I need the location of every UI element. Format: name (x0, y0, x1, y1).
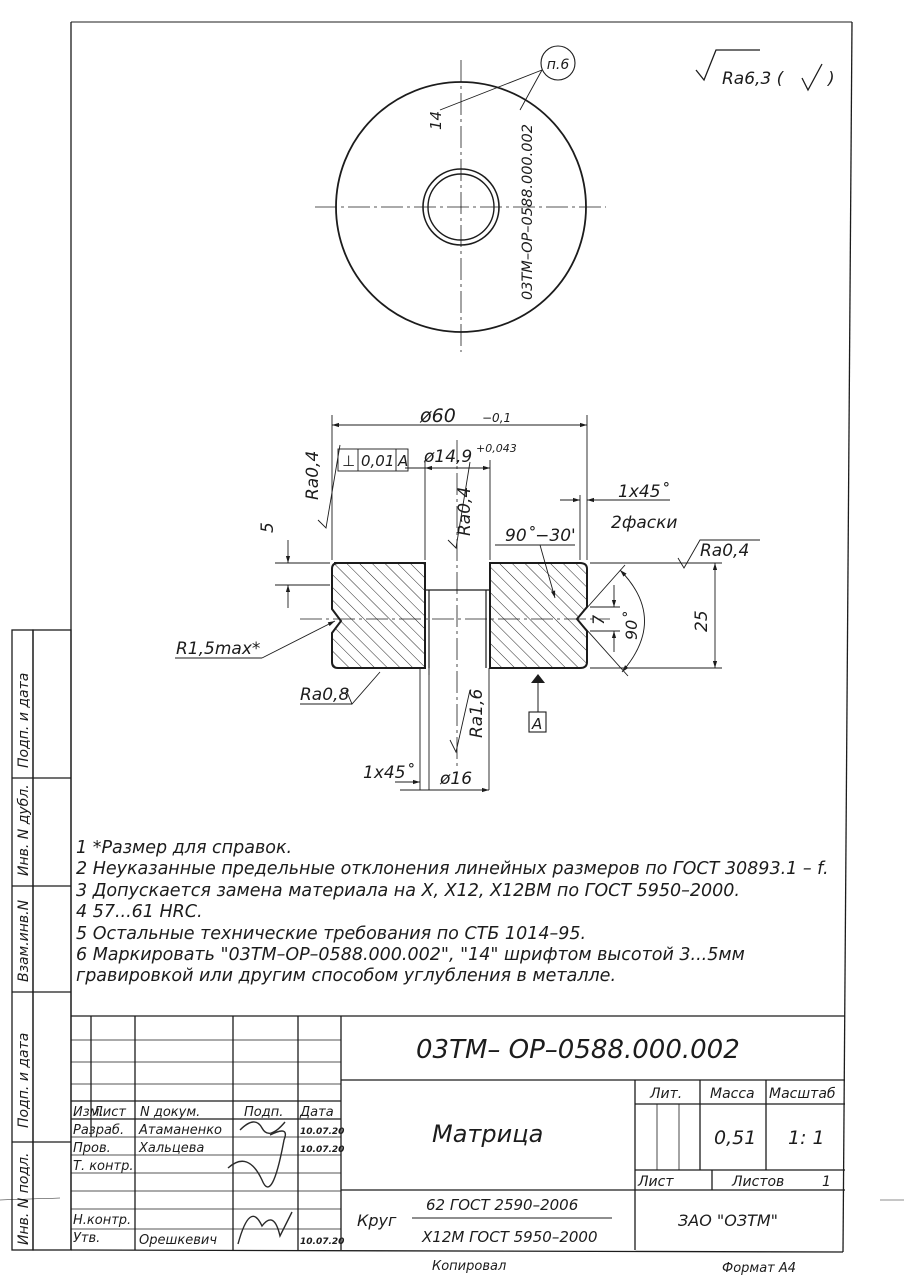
section-view (300, 440, 610, 770)
section-left-half (331, 562, 426, 669)
dim-radius: R1,5max* (176, 639, 260, 659)
side-label-inv-podl: Инв. N подл. (16, 1153, 32, 1246)
general-roughness-paren: ) (826, 69, 835, 89)
section-right-half (489, 562, 588, 669)
signature-3 (237, 1211, 293, 1245)
frame-bottom-line (70, 1249, 844, 1253)
note-2: 2 Неуказанные предельные отклонения лине… (76, 859, 829, 880)
dim-height: 25 (692, 610, 712, 632)
roughness-bore: Ra0,4 (455, 487, 475, 536)
perp-symbol: ⊥ (342, 452, 355, 470)
note-1: 1 *Размер для справок. (76, 838, 293, 858)
mass-value: 0,51 (714, 1127, 756, 1149)
masshtab-label: Масштаб (769, 1086, 836, 1102)
top-view (315, 45, 606, 352)
dim-bore: ø14,9 (423, 447, 472, 467)
side-label-vzam-inv: Взам.инв.N (16, 899, 32, 982)
leader-line-2 (519, 69, 543, 111)
role-razrab: Разраб. (73, 1123, 124, 1138)
dim-outer-tol: −0,1 (482, 411, 511, 425)
note-ref-circle (540, 45, 576, 81)
role-tkontr: Т. контр. (73, 1159, 133, 1174)
datum-label: A (531, 715, 542, 733)
dim-chamfer: 1x45˚ (618, 481, 670, 502)
part-name: Матрица (432, 1120, 543, 1148)
note-6: 6 Маркировать "03TM–OP–0588.000.002", "1… (76, 945, 745, 966)
person-khaltseva: Хальцева (138, 1141, 204, 1156)
signature-2 (227, 1130, 287, 1188)
sheet-label: Лист (637, 1174, 674, 1190)
dim-outer-diameter: ø60 (419, 405, 456, 427)
company: ЗАО "ОЗТМ" (678, 1211, 778, 1230)
role-prov: Пров. (73, 1141, 111, 1156)
perp-value: 0,01 (361, 452, 394, 470)
signature-1 (239, 1121, 286, 1134)
sheets-value: 1 (822, 1174, 831, 1190)
section-dimension-lines (175, 415, 760, 793)
person-atamanenko: Атаманенко (138, 1123, 222, 1138)
dim-groove-angle: 90˚−30' (505, 525, 576, 546)
roughness-right: Ra0,4 (700, 541, 749, 561)
title-block-grid (71, 1015, 904, 1250)
role-nkontr: Н.контр. (73, 1213, 131, 1228)
dim-angle-90: 90˚ (622, 612, 641, 640)
hdr-list: Лист (92, 1105, 126, 1120)
title-block-text: 03TM– OP–0588.000.002 Матрица Изм. Лист … (73, 1035, 836, 1276)
sheets-label: Листов (731, 1174, 784, 1190)
scale-value: 1: 1 (788, 1127, 825, 1149)
note-ref-label: п.6 (547, 57, 570, 73)
material-bottom: X12M ГОСТ 5950–2000 (421, 1228, 598, 1246)
date-1: 10.07.20 (300, 1127, 344, 1137)
note-4: 4 57...61 HRC. (76, 902, 203, 923)
dim-bottom-chamfer: 1x45˚ (363, 762, 415, 783)
note-5: 5 Остальные технические требования по СТ… (76, 923, 587, 944)
massa-label: Масса (710, 1086, 755, 1102)
dim-chamfer-qty: 2фаски (611, 513, 677, 533)
signature-marks (227, 1121, 293, 1245)
side-label-podp-data-1: Подп. и дата (16, 1033, 32, 1128)
marking-digit: 14 (427, 111, 445, 130)
hdr-ndokum: N докум. (140, 1105, 200, 1120)
date-2: 10.07.20 (300, 1145, 344, 1155)
side-label-podp-data-2: Подп. и дата (16, 673, 32, 768)
side-stamp-labels: Инв. N подл. Подп. и дата Взам.инв.N Инв… (16, 673, 32, 1245)
general-roughness-label: Ra6,3 ( (722, 69, 785, 89)
roughness-bottom-bore: Ra1,6 (467, 689, 487, 738)
designation: 03TM– OP–0588.000.002 (416, 1035, 740, 1065)
dim-groove-depth: 7 (589, 614, 608, 625)
dim-bottom-diameter: ø16 (439, 769, 472, 789)
frame-right-line (842, 21, 853, 1253)
leader-line-1 (439, 69, 543, 111)
copied-label: Копировал (432, 1259, 506, 1274)
material-name: Круг (357, 1211, 397, 1230)
general-roughness-symbol (695, 49, 823, 92)
note-3: 3 Допускается замена материала на X, X12… (76, 880, 740, 901)
person-oreshkevich: Орешкевич (139, 1233, 217, 1248)
roughness-top-face: Ra0,4 (303, 451, 323, 500)
hdr-podp: Подп. (244, 1105, 283, 1120)
dim-top-offset: 5 (258, 522, 278, 533)
format-label: Формат А4 (722, 1261, 796, 1276)
section-labels: ø60 −0,1 ⊥ 0,01 A ø14,9 +0,043 1x45˚ 2фа… (176, 405, 749, 789)
marking-text: 03TM–OP–0588.000.002 (520, 124, 536, 300)
side-label-inv-dubl: Инв. N дубл. (16, 784, 32, 876)
lit-label: Лит. (649, 1086, 682, 1102)
dim-bore-tol: +0,043 (476, 442, 517, 455)
date-3: 10.07.20 (300, 1237, 344, 1247)
roughness-outer: Ra0,8 (300, 685, 349, 705)
note-6-cont: гравировкой или другим способом углублен… (76, 966, 617, 987)
hdr-data: Дата (299, 1105, 334, 1120)
material-top: 62 ГОСТ 2590–2006 (426, 1196, 578, 1214)
hdr-izm: Изм. (73, 1105, 104, 1120)
technical-notes: 1 *Размер для справок. 2 Неуказанные пре… (76, 838, 856, 988)
side-stamp-strip (0, 629, 72, 1251)
perp-datum: A (397, 452, 408, 470)
role-utv: Утв. (73, 1231, 100, 1246)
